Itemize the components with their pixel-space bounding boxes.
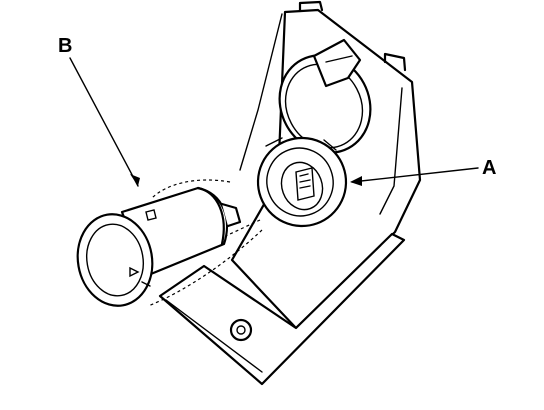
leader-lines <box>69 57 479 187</box>
leader-line-a <box>351 167 479 183</box>
mounting-hole <box>229 318 253 342</box>
lighter-plug <box>76 186 242 307</box>
plug-tab <box>145 209 157 221</box>
callout-label-b: B <box>58 35 72 57</box>
callout-label-a: A <box>482 157 496 179</box>
socket-cap <box>278 38 372 154</box>
arrowhead-a <box>350 176 362 186</box>
arrowhead-b <box>130 174 140 186</box>
socket-ring <box>256 136 348 228</box>
mounting-plate <box>158 232 406 386</box>
leader-line-b <box>69 57 139 187</box>
